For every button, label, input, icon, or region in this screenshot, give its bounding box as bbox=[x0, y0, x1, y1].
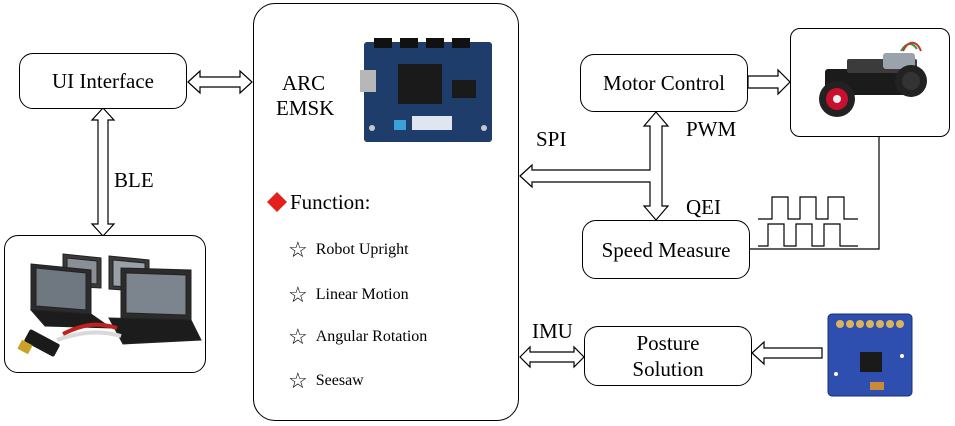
function-title-text: Function: bbox=[290, 190, 371, 214]
function-item-label: Linear Motion bbox=[315, 286, 409, 303]
arc-label-line1: ARC bbox=[282, 71, 326, 95]
arrow-spi-bus bbox=[519, 111, 670, 221]
speed-measure-label: Speed Measure bbox=[601, 237, 731, 262]
imu-label: IMU bbox=[532, 319, 573, 343]
usb-plug-icon bbox=[17, 329, 60, 357]
outline-star-icon: ☆ bbox=[288, 324, 308, 349]
square-wave-bottom bbox=[758, 223, 858, 247]
outline-star-icon: ☆ bbox=[288, 368, 308, 393]
function-item: ☆ Linear Motion bbox=[288, 284, 409, 306]
laptop-icon bbox=[17, 253, 202, 357]
ui-interface-label: UI Interface bbox=[51, 69, 154, 93]
arc-label-line2: EMSK bbox=[276, 96, 335, 120]
red-diamond-bullet bbox=[267, 192, 287, 212]
robot-car-box bbox=[790, 28, 950, 137]
outline-star-icon: ☆ bbox=[288, 237, 308, 262]
arrow-imu bbox=[519, 345, 585, 369]
ui-interface-box: UI Interface bbox=[19, 53, 187, 109]
function-item-label: Seesaw bbox=[315, 372, 364, 389]
square-wave-top bbox=[758, 196, 858, 220]
function-item: ☆ Angular Rotation bbox=[288, 326, 427, 348]
posture-label-line1: Posture bbox=[636, 331, 700, 355]
function-item-label: Robot Upright bbox=[315, 241, 409, 258]
outline-star-icon: ☆ bbox=[288, 282, 308, 307]
posture-label-line2: Solution bbox=[632, 357, 704, 381]
function-item: ☆ Robot Upright bbox=[288, 239, 409, 261]
pwm-label: PWM bbox=[686, 117, 737, 141]
speed-measure-box: Speed Measure bbox=[582, 220, 750, 279]
dev-board-photo bbox=[360, 38, 492, 142]
spi-label: SPI bbox=[536, 127, 567, 151]
function-item: ☆ Seesaw bbox=[288, 370, 364, 392]
ble-label: BLE bbox=[114, 168, 154, 192]
function-title: Function: bbox=[266, 190, 371, 214]
feedback-line bbox=[750, 137, 880, 250]
arrow-ble bbox=[90, 107, 116, 237]
arrow-sensor-posture bbox=[751, 340, 823, 366]
laptop-box bbox=[4, 235, 206, 373]
function-item-label: Angular Rotation bbox=[315, 328, 428, 345]
motor-control-label: Motor Control bbox=[603, 71, 725, 95]
arrow-ui-arc bbox=[187, 69, 253, 95]
motor-control-box: Motor Control bbox=[580, 54, 748, 112]
imu-sensor-photo bbox=[827, 313, 913, 397]
qei-label: QEI bbox=[686, 195, 721, 219]
arrow-motor-car bbox=[747, 68, 791, 96]
robot-car-photo bbox=[819, 41, 927, 117]
posture-solution-box: Posture Solution bbox=[584, 326, 752, 386]
